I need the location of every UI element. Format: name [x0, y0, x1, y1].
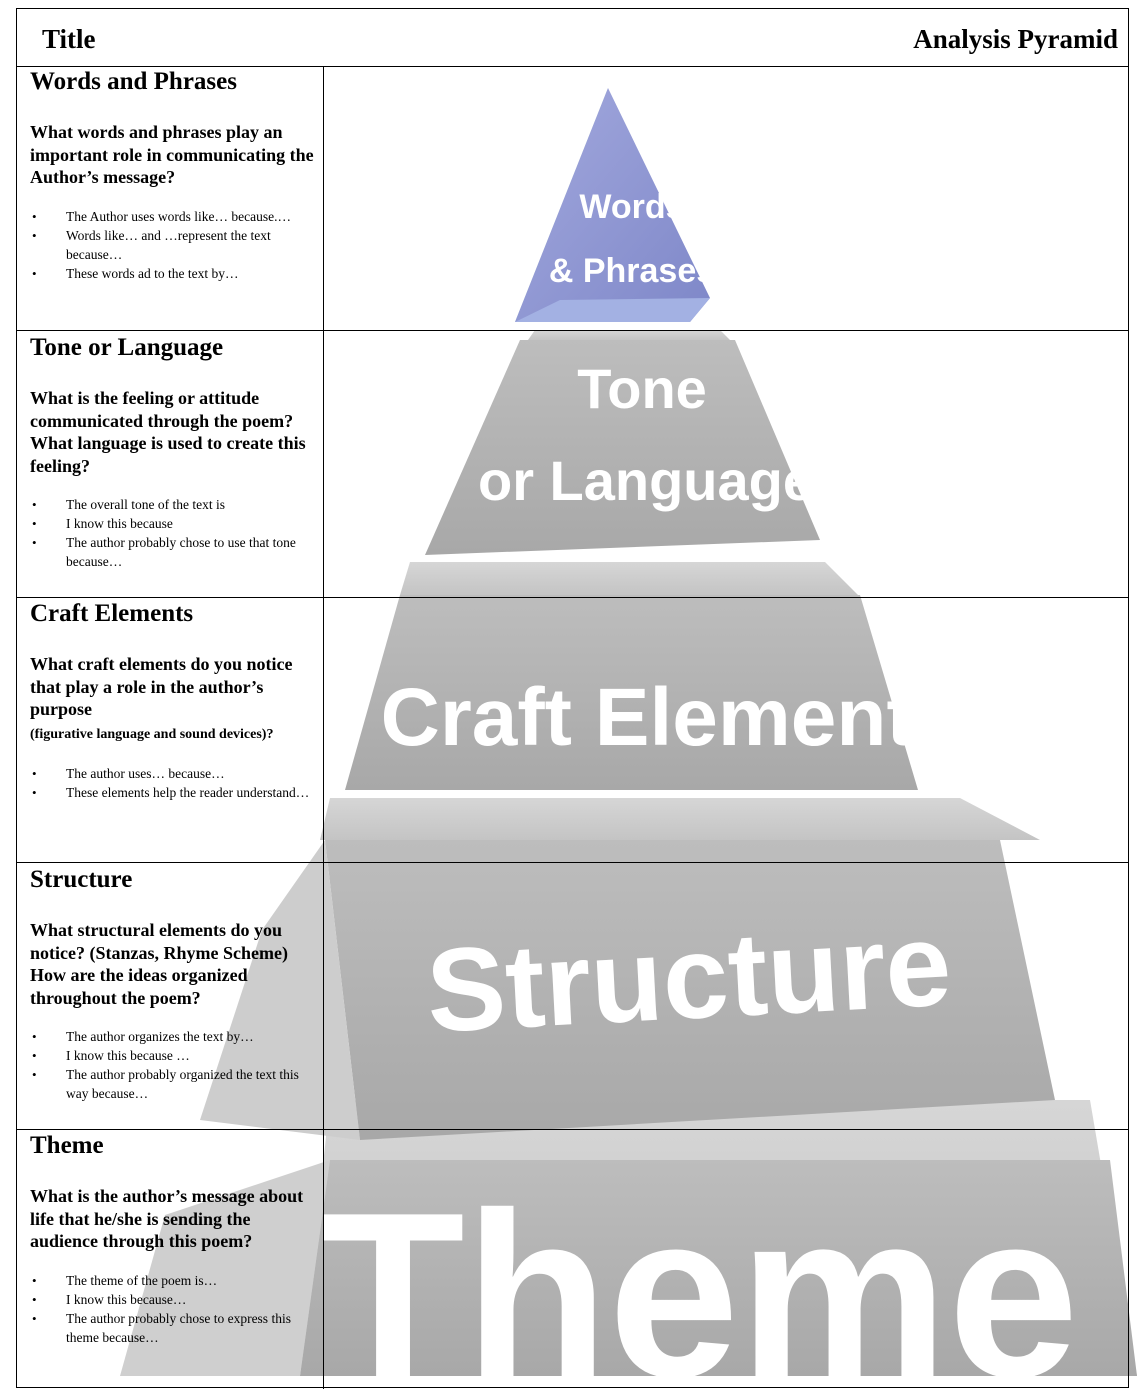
question-note: (figurative language and sound devices)?: [30, 726, 274, 742]
list-item: These elements help the reader understan…: [32, 783, 317, 802]
pyramid-tier-structure: Structure: [200, 798, 1055, 1140]
question-text: What craft elements do you notice that p…: [30, 654, 293, 719]
section-heading: Tone or Language: [30, 334, 224, 361]
document-title: Analysis Pyramid: [913, 24, 1118, 54]
pyramid-label-words: Words: [579, 188, 684, 226]
title-label: Title: [42, 24, 96, 54]
list-item: I know this because: [32, 514, 317, 533]
pyramid-label-tone: Tone: [577, 357, 707, 420]
list-item: The Author uses words like… because.…: [32, 207, 317, 226]
bullet-list: The theme of the poem is… I know this be…: [30, 1271, 317, 1347]
pyramid-tier-craft-elements: Craft Elements: [345, 562, 959, 790]
pyramid-tier-tone: Tone or Language: [425, 330, 820, 555]
section-structure: Structure What structural elements do yo…: [17, 865, 323, 1129]
section-question: What is the author’s message about life …: [30, 1185, 317, 1253]
analysis-pyramid-table: Title Analysis Pyramid Words and Phrases…: [16, 8, 1129, 1389]
section-tone-or-language: Tone or Language What is the feeling or …: [17, 333, 323, 597]
section-question: What craft elements do you notice that p…: [30, 653, 317, 746]
section-heading: Theme: [30, 1132, 104, 1159]
pyramid-label-or-language: or Language: [478, 449, 814, 512]
section-question: What is the feeling or attitude communic…: [30, 387, 317, 477]
list-item: The author organizes the text by…: [32, 1027, 317, 1046]
list-item: The theme of the poem is…: [32, 1271, 317, 1290]
pyramid-label-structure: Structure: [423, 898, 954, 1057]
list-item: The author uses… because…: [32, 764, 317, 783]
section-theme: Theme What is the author’s message about…: [17, 1131, 323, 1381]
question-text: What is the author’s message about life …: [30, 1186, 304, 1251]
pyramid-label-craft-elements: Craft Elements: [381, 672, 960, 763]
list-item: The author probably chose to use that to…: [32, 533, 317, 571]
section-heading: Words and Phrases: [30, 68, 237, 95]
bullet-list: The author organizes the text by… I know…: [30, 1027, 317, 1103]
list-item: Words like… and …represent the text beca…: [32, 226, 317, 264]
bullet-list: The author uses… because… These elements…: [30, 764, 317, 802]
bullet-list: The Author uses words like… because.… Wo…: [30, 207, 317, 283]
section-question: What structural elements do you notice? …: [30, 919, 317, 1009]
row-divider: [17, 330, 1128, 331]
row-divider: [17, 597, 1128, 598]
pyramid-label-theme: Theme: [321, 1163, 1078, 1376]
section-heading: Structure: [30, 866, 133, 893]
section-words-and-phrases: Words and Phrases What words and phrases…: [17, 67, 323, 330]
pyramid-tier-words-phrases: Words & Phrases: [515, 88, 715, 322]
row-divider: [17, 862, 1128, 863]
pyramid-label-phrases: & Phrases: [549, 252, 715, 290]
list-item: I know this because…: [32, 1290, 317, 1309]
list-item: The overall tone of the text is: [32, 495, 317, 514]
section-craft-elements: Craft Elements What craft elements do yo…: [17, 599, 323, 862]
list-item: I know this because …: [32, 1046, 317, 1065]
list-item: The author probably organized the text t…: [32, 1065, 317, 1103]
row-divider: [17, 1129, 1128, 1130]
list-item: These words ad to the text by…: [32, 264, 317, 283]
bullet-list: The overall tone of the text is I know t…: [30, 495, 317, 571]
column-divider: [323, 66, 324, 1389]
section-question: What words and phrases play an important…: [30, 121, 317, 189]
question-text: What is the feeling or attitude communic…: [30, 388, 306, 476]
header-row: Title Analysis Pyramid: [17, 9, 1128, 67]
list-item: The author probably chose to express thi…: [32, 1309, 317, 1347]
question-text: What words and phrases play an important…: [30, 122, 314, 187]
question-text: What structural elements do you notice? …: [30, 920, 288, 1008]
section-heading: Craft Elements: [30, 600, 194, 627]
